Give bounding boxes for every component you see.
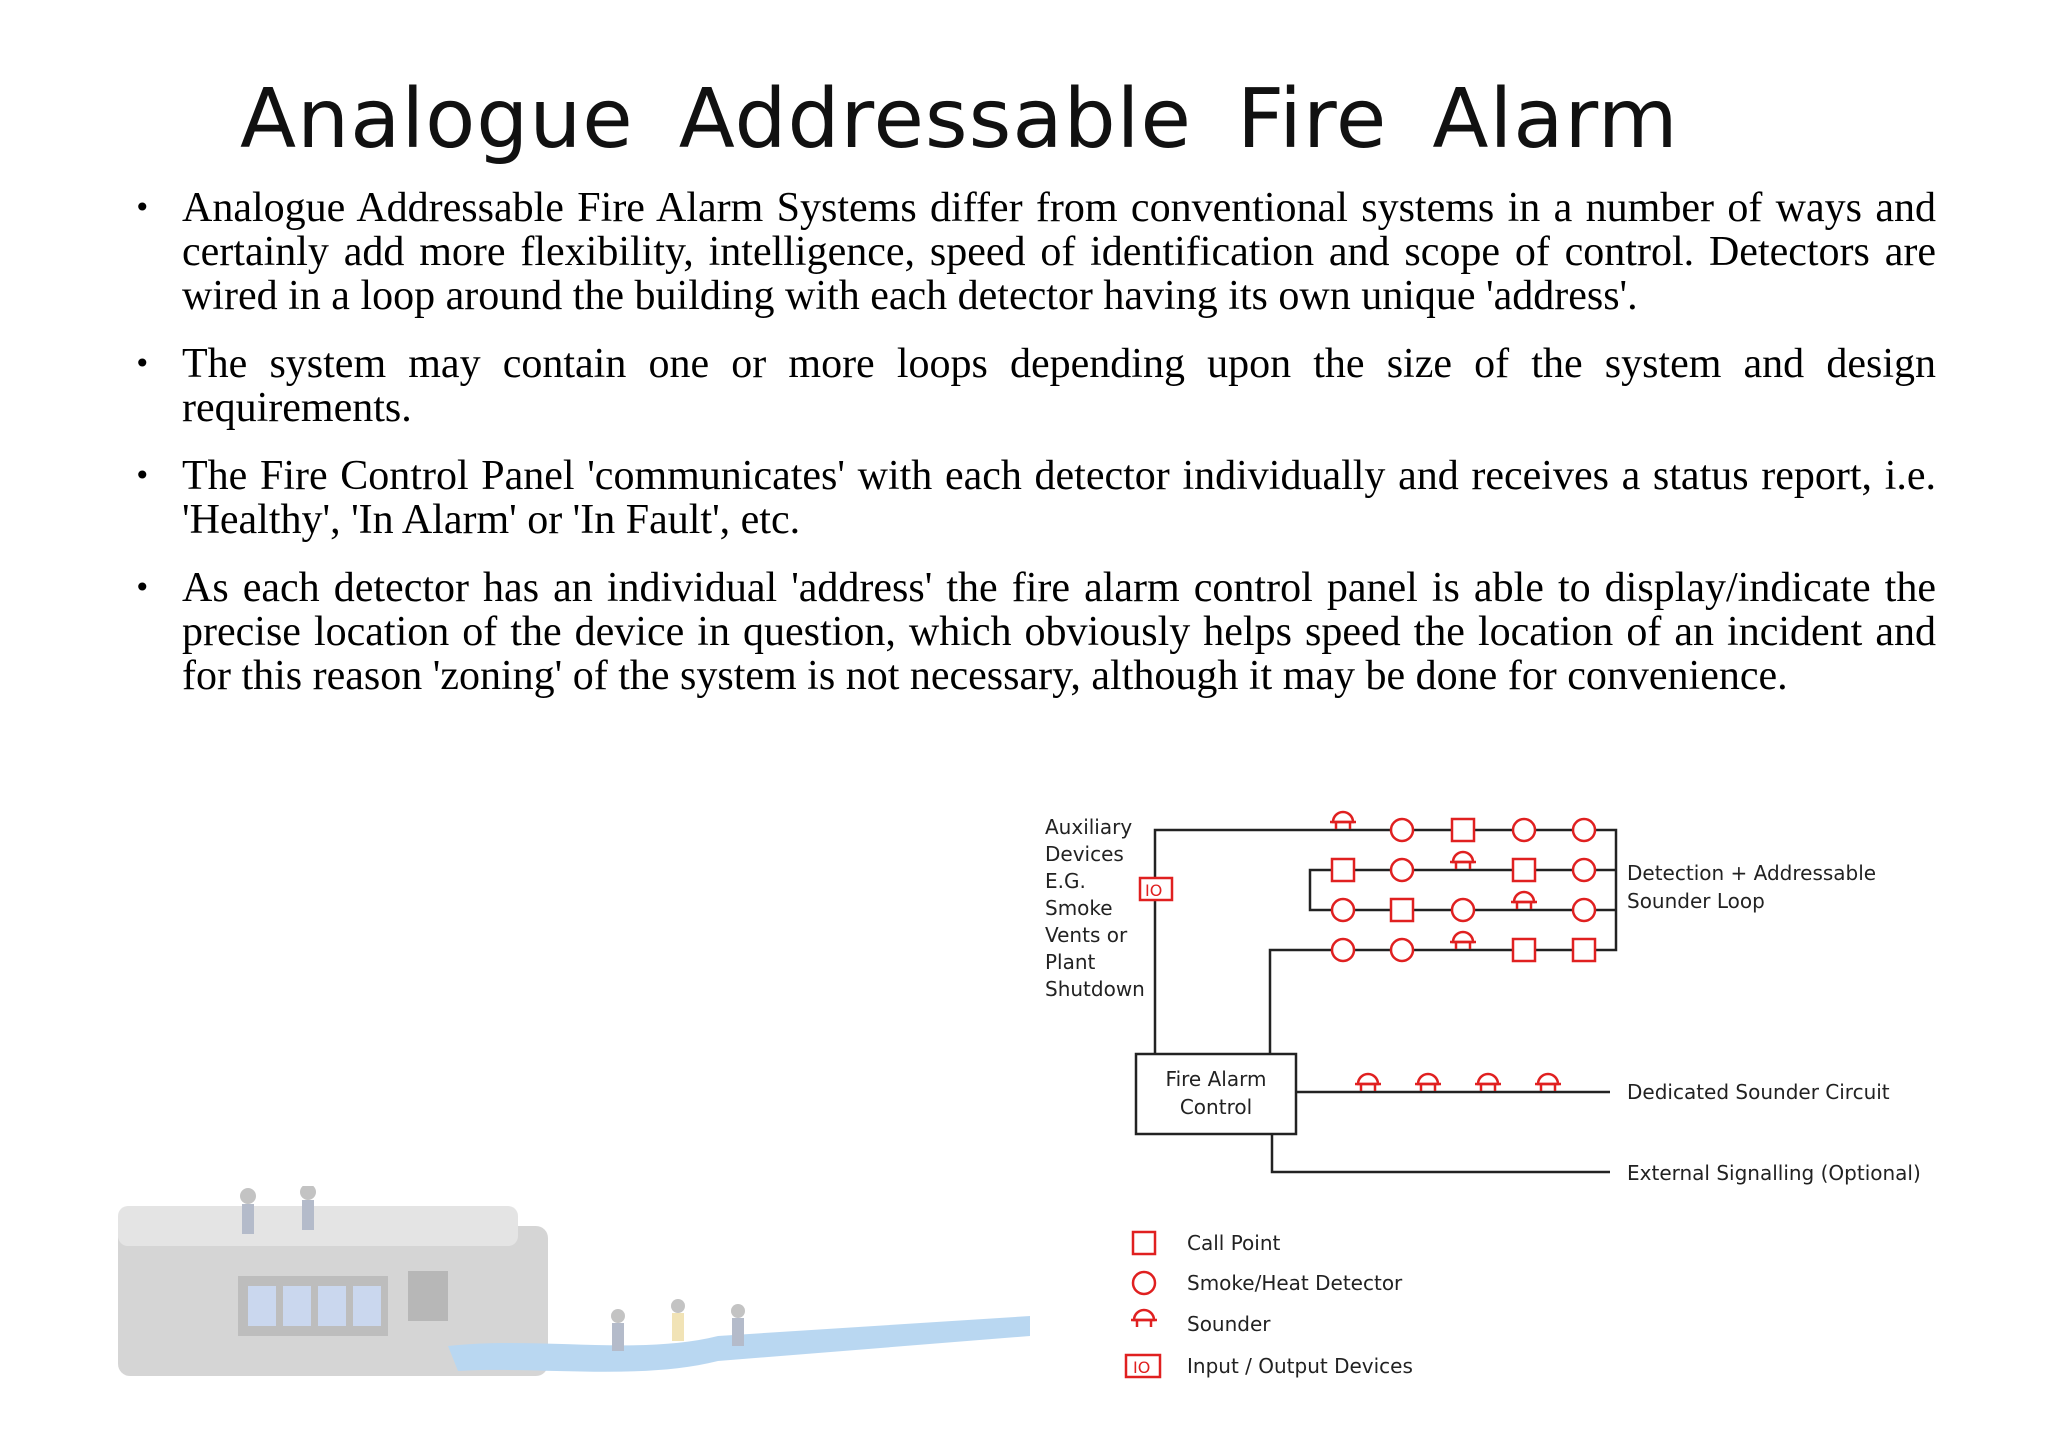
legend-io-icon — [1124, 1353, 1162, 1379]
aux-label-line: Vents or — [1045, 923, 1128, 947]
external-signalling-label: External Signalling (Optional) — [1627, 1161, 1921, 1185]
legend-call-point-label: Call Point — [1187, 1231, 1281, 1255]
loop-wiring — [1153, 828, 1618, 1174]
detector-icon — [1571, 897, 1597, 923]
slide-title: Analogue Addressable Fire Alarm — [240, 72, 1679, 167]
bullet-list: • Analogue Addressable Fire Alarm Systems… — [120, 186, 1936, 722]
sounder-icon — [1448, 850, 1478, 871]
detector-icon — [1389, 857, 1415, 883]
legend-io-label: Input / Output Devices — [1187, 1354, 1413, 1378]
bullet-item: • As each detector has an individual 'add… — [120, 566, 1936, 698]
detector-icon — [1511, 817, 1537, 843]
bullet-icon: • — [134, 459, 151, 492]
bullet-text: Analogue Addressable Fire Alarm Systems … — [182, 185, 1936, 319]
sounder-icon — [1533, 1072, 1563, 1093]
aux-label-line: Auxiliary — [1045, 815, 1132, 839]
fire-alarm-control-panel — [1134, 1052, 1298, 1136]
loop-label-line: Detection + Addressable — [1627, 861, 1876, 885]
detector-icon — [1450, 897, 1476, 923]
bullet-icon: • — [134, 347, 151, 380]
decorative-network-photo — [118, 1186, 1030, 1376]
bullet-icon: • — [134, 571, 151, 604]
sounder-icon — [1328, 810, 1358, 831]
sounder-icon — [1473, 1072, 1503, 1093]
sounder-icon — [1448, 930, 1478, 951]
call-point-icon — [1571, 937, 1597, 963]
detector-icon — [1330, 937, 1356, 963]
bullet-icon: • — [134, 191, 151, 224]
legend-sounder-label: Sounder — [1187, 1312, 1271, 1336]
bullet-item: • The Fire Control Panel 'communicates' w… — [120, 454, 1936, 542]
bullet-item: • Analogue Addressable Fire Alarm Systems… — [120, 186, 1936, 318]
legend-detector-label: Smoke/Heat Detector — [1187, 1271, 1403, 1295]
sounder-icon — [1509, 890, 1539, 911]
detector-icon — [1330, 897, 1356, 923]
legend-call-point-icon — [1131, 1230, 1157, 1256]
call-point-icon — [1450, 817, 1476, 843]
legend-sounder-icon — [1129, 1308, 1159, 1329]
legend-detector-icon — [1131, 1270, 1157, 1296]
call-point-icon — [1511, 937, 1537, 963]
detector-icon — [1571, 817, 1597, 843]
aux-label-line: Plant — [1045, 950, 1096, 974]
aux-label-line: E.G. — [1045, 869, 1086, 893]
aux-label-line: Devices — [1045, 842, 1124, 866]
bullet-text: The Fire Control Panel 'communicates' wi… — [182, 453, 1936, 543]
sounder-icon — [1353, 1072, 1383, 1093]
bullet-item: • The system may contain one or more loop… — [120, 342, 1936, 430]
panel-label-line: Fire Alarm — [1166, 1067, 1267, 1091]
loop-connectors — [1596, 868, 1616, 912]
panel-label-line: Control — [1180, 1095, 1252, 1119]
detector-icon — [1389, 817, 1415, 843]
sounder-circuit-label: Dedicated Sounder Circuit — [1627, 1080, 1890, 1104]
io-device-box — [1138, 876, 1174, 902]
call-point-icon — [1511, 857, 1537, 883]
call-point-icon — [1389, 897, 1415, 923]
legend-io-symbol: IO — [1133, 1358, 1150, 1377]
loop-label-line: Sounder Loop — [1627, 889, 1765, 913]
aux-label-line: Shutdown — [1045, 977, 1145, 1001]
io-device-label: IO — [1145, 881, 1162, 900]
call-point-icon — [1330, 857, 1356, 883]
sounder-icon — [1413, 1072, 1443, 1093]
detector-icon — [1389, 937, 1415, 963]
bullet-text: As each detector has an individual 'addr… — [182, 565, 1936, 699]
bullet-text: The system may contain one or more loops… — [182, 341, 1936, 431]
aux-label-line: Smoke — [1045, 896, 1113, 920]
detector-icon — [1571, 857, 1597, 883]
